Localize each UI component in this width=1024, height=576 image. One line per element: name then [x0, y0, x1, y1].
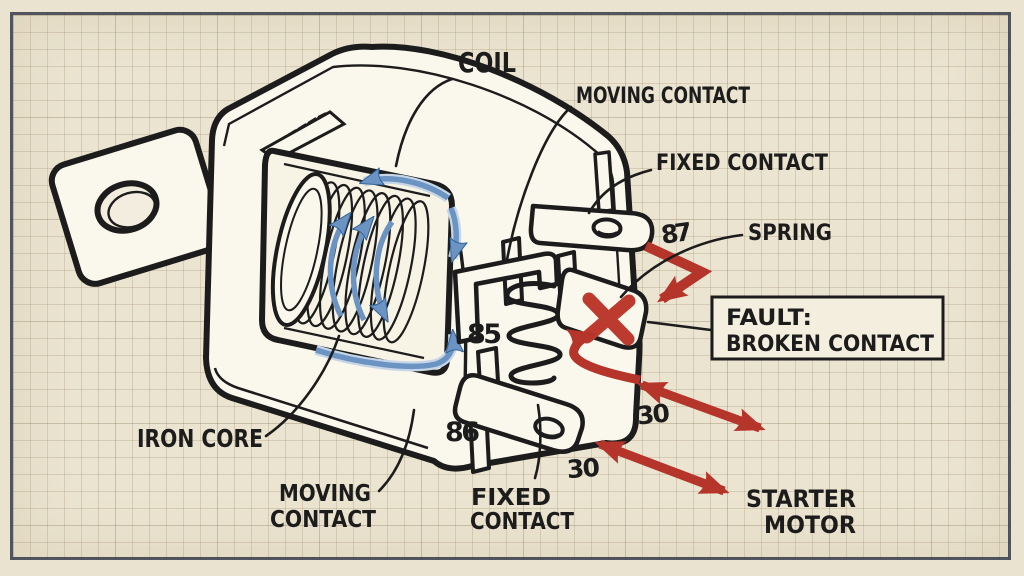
label-fixed-contact-top: FIXED CONTACT [656, 151, 828, 176]
label-pin-87: 87 [659, 217, 694, 250]
fault-callout-title: FAULT: [726, 306, 812, 331]
label-moving-contact-bottom-1: MOVING [279, 481, 371, 507]
leader-iron-core [264, 334, 341, 438]
leader-spring [619, 233, 744, 299]
label-spring: SPRING [748, 221, 832, 246]
cut-hatching [267, 112, 327, 148]
coil-windings [270, 172, 430, 344]
label-fixed-contact-bottom-1: FIXED [471, 485, 551, 511]
label-moving-contact-top: MOVING CONTACT [576, 84, 750, 109]
fault-arrow-hook [565, 329, 641, 385]
mounting-hole [94, 180, 160, 234]
current-arrow-winding-up2 [350, 220, 371, 322]
label-pin-30-upper: 30 [636, 398, 672, 430]
leader-moving-contact-bottom [377, 408, 416, 493]
terminal-87-blade [593, 150, 615, 214]
labels: COIL MOVING CONTACT FIXED CONTACT 87 SPR… [137, 46, 856, 539]
spring-coil [504, 281, 563, 386]
label-pin-30-lower: 30 [566, 453, 601, 484]
current-arrow-top [364, 179, 450, 201]
fault-callout-description: BROKEN CONTACT [726, 332, 934, 357]
fault-callout-box [710, 295, 945, 361]
leader-coil [394, 77, 454, 168]
leader-fixed-contact-bottom [533, 403, 542, 480]
fault-arrow-spring [643, 241, 713, 304]
fault-callout: FAULT: BROKEN CONTACT [710, 295, 945, 361]
current-arrow-right [448, 206, 456, 258]
leader-lines [264, 77, 744, 493]
fault-arrow-30-upper [636, 380, 766, 433]
label-fixed-contact-bottom-2: CONTACT [470, 509, 574, 535]
mounting-tab [48, 126, 227, 287]
label-starter-motor-2: MOTOR [764, 511, 856, 539]
current-arrow-bottom [315, 334, 453, 370]
current-flow-arrows [314, 179, 456, 372]
label-pin-86: 86 [445, 417, 480, 448]
coil-end-cap [270, 172, 332, 328]
contact-assembly [452, 150, 655, 474]
current-arrow-winding-up1 [327, 216, 348, 318]
terminal-87-plate [528, 203, 655, 253]
leader-fault [646, 320, 713, 332]
leader-fixed-contact-top [587, 168, 653, 215]
leader-moving-contact-top [505, 105, 573, 262]
fault-arrow-30-lower [594, 439, 730, 496]
fault-annotations [565, 241, 766, 496]
label-starter-motor-1: STARTER [746, 485, 856, 513]
moving-contact-bracket [452, 251, 560, 345]
label-iron-core: IRON CORE [137, 424, 263, 453]
current-arrow-winding-down [376, 220, 395, 318]
label-coil: COIL [458, 46, 516, 79]
label-moving-contact-bottom-2: CONTACT [270, 507, 376, 533]
label-pin-85: 85 [467, 319, 502, 350]
coil [270, 172, 430, 344]
